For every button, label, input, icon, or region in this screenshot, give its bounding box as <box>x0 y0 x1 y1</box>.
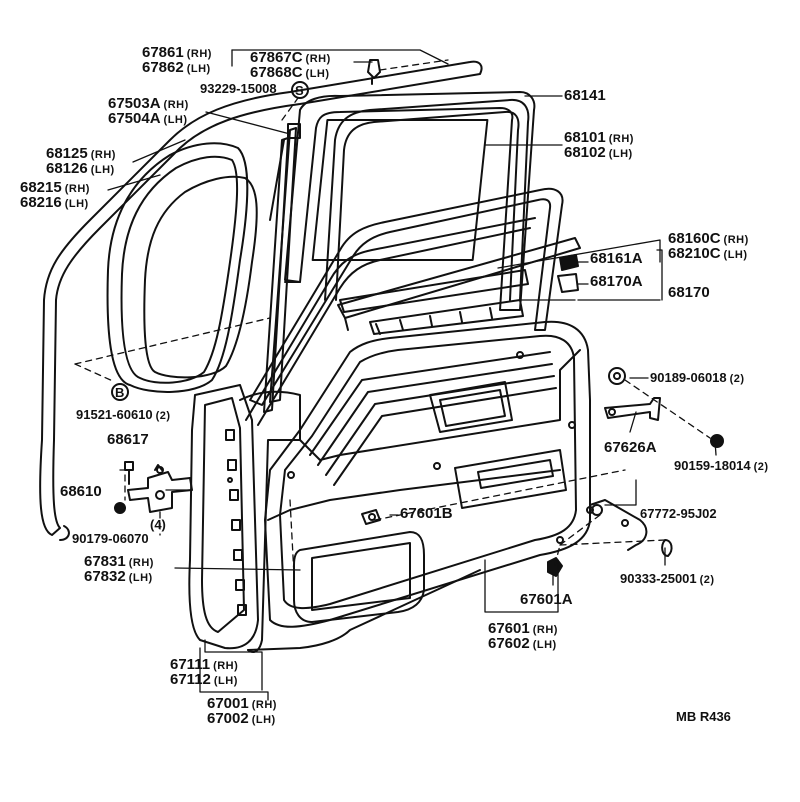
label-67601a: 67601A <box>520 591 573 608</box>
glass-run-channel <box>263 127 297 413</box>
label-67602: 67602(LH) <box>488 635 557 652</box>
clip-90189 <box>608 367 626 385</box>
door-weatherstrip-outer <box>39 60 483 541</box>
window-frame-strip <box>106 142 258 393</box>
label-68160c: 68160C(RH) <box>668 230 749 247</box>
label-67503a: 67503A(RH) <box>108 95 189 112</box>
label-67001: 67001(RH) <box>207 695 277 712</box>
dashed-leaders <box>74 59 711 576</box>
belt-molding <box>245 187 581 426</box>
label-91521: 91521-60610(2) <box>76 407 171 422</box>
label-68170: 68170 <box>668 284 710 301</box>
label-68161a: 68161A <box>590 250 643 267</box>
label-67504a: 67504A(LH) <box>108 110 188 127</box>
door-hinge <box>127 464 193 513</box>
b-marker-label: B <box>115 385 125 400</box>
clip-67503a <box>287 123 301 139</box>
label-68141: 68141 <box>564 87 606 104</box>
label-67862: 67862(LH) <box>142 59 211 76</box>
diagram-code: MB R436 <box>676 709 731 724</box>
clip-67601b <box>361 509 381 525</box>
clip-67867c <box>367 59 381 85</box>
label-93229: 93229-15008 <box>200 81 277 96</box>
label-68210c: 68210C(LH) <box>668 245 748 262</box>
door-glass <box>284 91 536 311</box>
label-68125: 68125(RH) <box>46 145 116 162</box>
label-67112: 67112(LH) <box>170 671 238 688</box>
label-68126: 68126(LH) <box>46 160 115 177</box>
label-67002: 67002(LH) <box>207 710 276 727</box>
label-68101: 68101(RH) <box>564 129 634 146</box>
door-trim-board <box>264 320 594 628</box>
clip-90333 <box>661 539 673 557</box>
label-90333: 90333-25001(2) <box>620 571 715 586</box>
label-68170a: 68170A <box>590 273 643 290</box>
label-68617: 68617 <box>107 431 149 448</box>
bolt-90159 <box>710 434 724 448</box>
leader-lines <box>107 49 717 701</box>
label-qty-4: (4) <box>150 517 166 532</box>
label-68215: 68215(RH) <box>20 179 90 196</box>
hinge-bolt-68617 <box>124 461 134 485</box>
label-67861: 67861(RH) <box>142 44 212 61</box>
clip-67601a <box>547 557 563 577</box>
label-68102: 68102(LH) <box>564 144 633 161</box>
armrest-bracket-67772 <box>589 499 648 551</box>
label-90179: 90179-06070 <box>72 531 149 546</box>
label-90159: 90159-18014(2) <box>674 458 769 473</box>
label-67867c: 67867C(RH) <box>250 49 331 66</box>
nut-90179 <box>114 502 126 514</box>
glass-run <box>324 98 530 301</box>
clip-68170a <box>557 273 579 293</box>
label-90189: 90189-06018(2) <box>650 370 745 385</box>
marker-circles <box>111 81 309 401</box>
label-67868c: 67868C(LH) <box>250 64 330 81</box>
label-67626a: 67626A <box>604 439 657 456</box>
label-67772: 67772-95J02 <box>640 506 717 521</box>
bracket-67626a <box>604 397 661 421</box>
label-67111: 67111(RH) <box>170 656 239 673</box>
label-68216: 68216(LH) <box>20 194 89 211</box>
label-67831: 67831(RH) <box>84 553 154 570</box>
s-marker-label: S <box>295 83 304 98</box>
label-67601b: 67601B <box>400 505 453 522</box>
label-67601: 67601(RH) <box>488 620 558 637</box>
label-68610: 68610 <box>60 483 102 500</box>
label-67832: 67832(LH) <box>84 568 153 585</box>
